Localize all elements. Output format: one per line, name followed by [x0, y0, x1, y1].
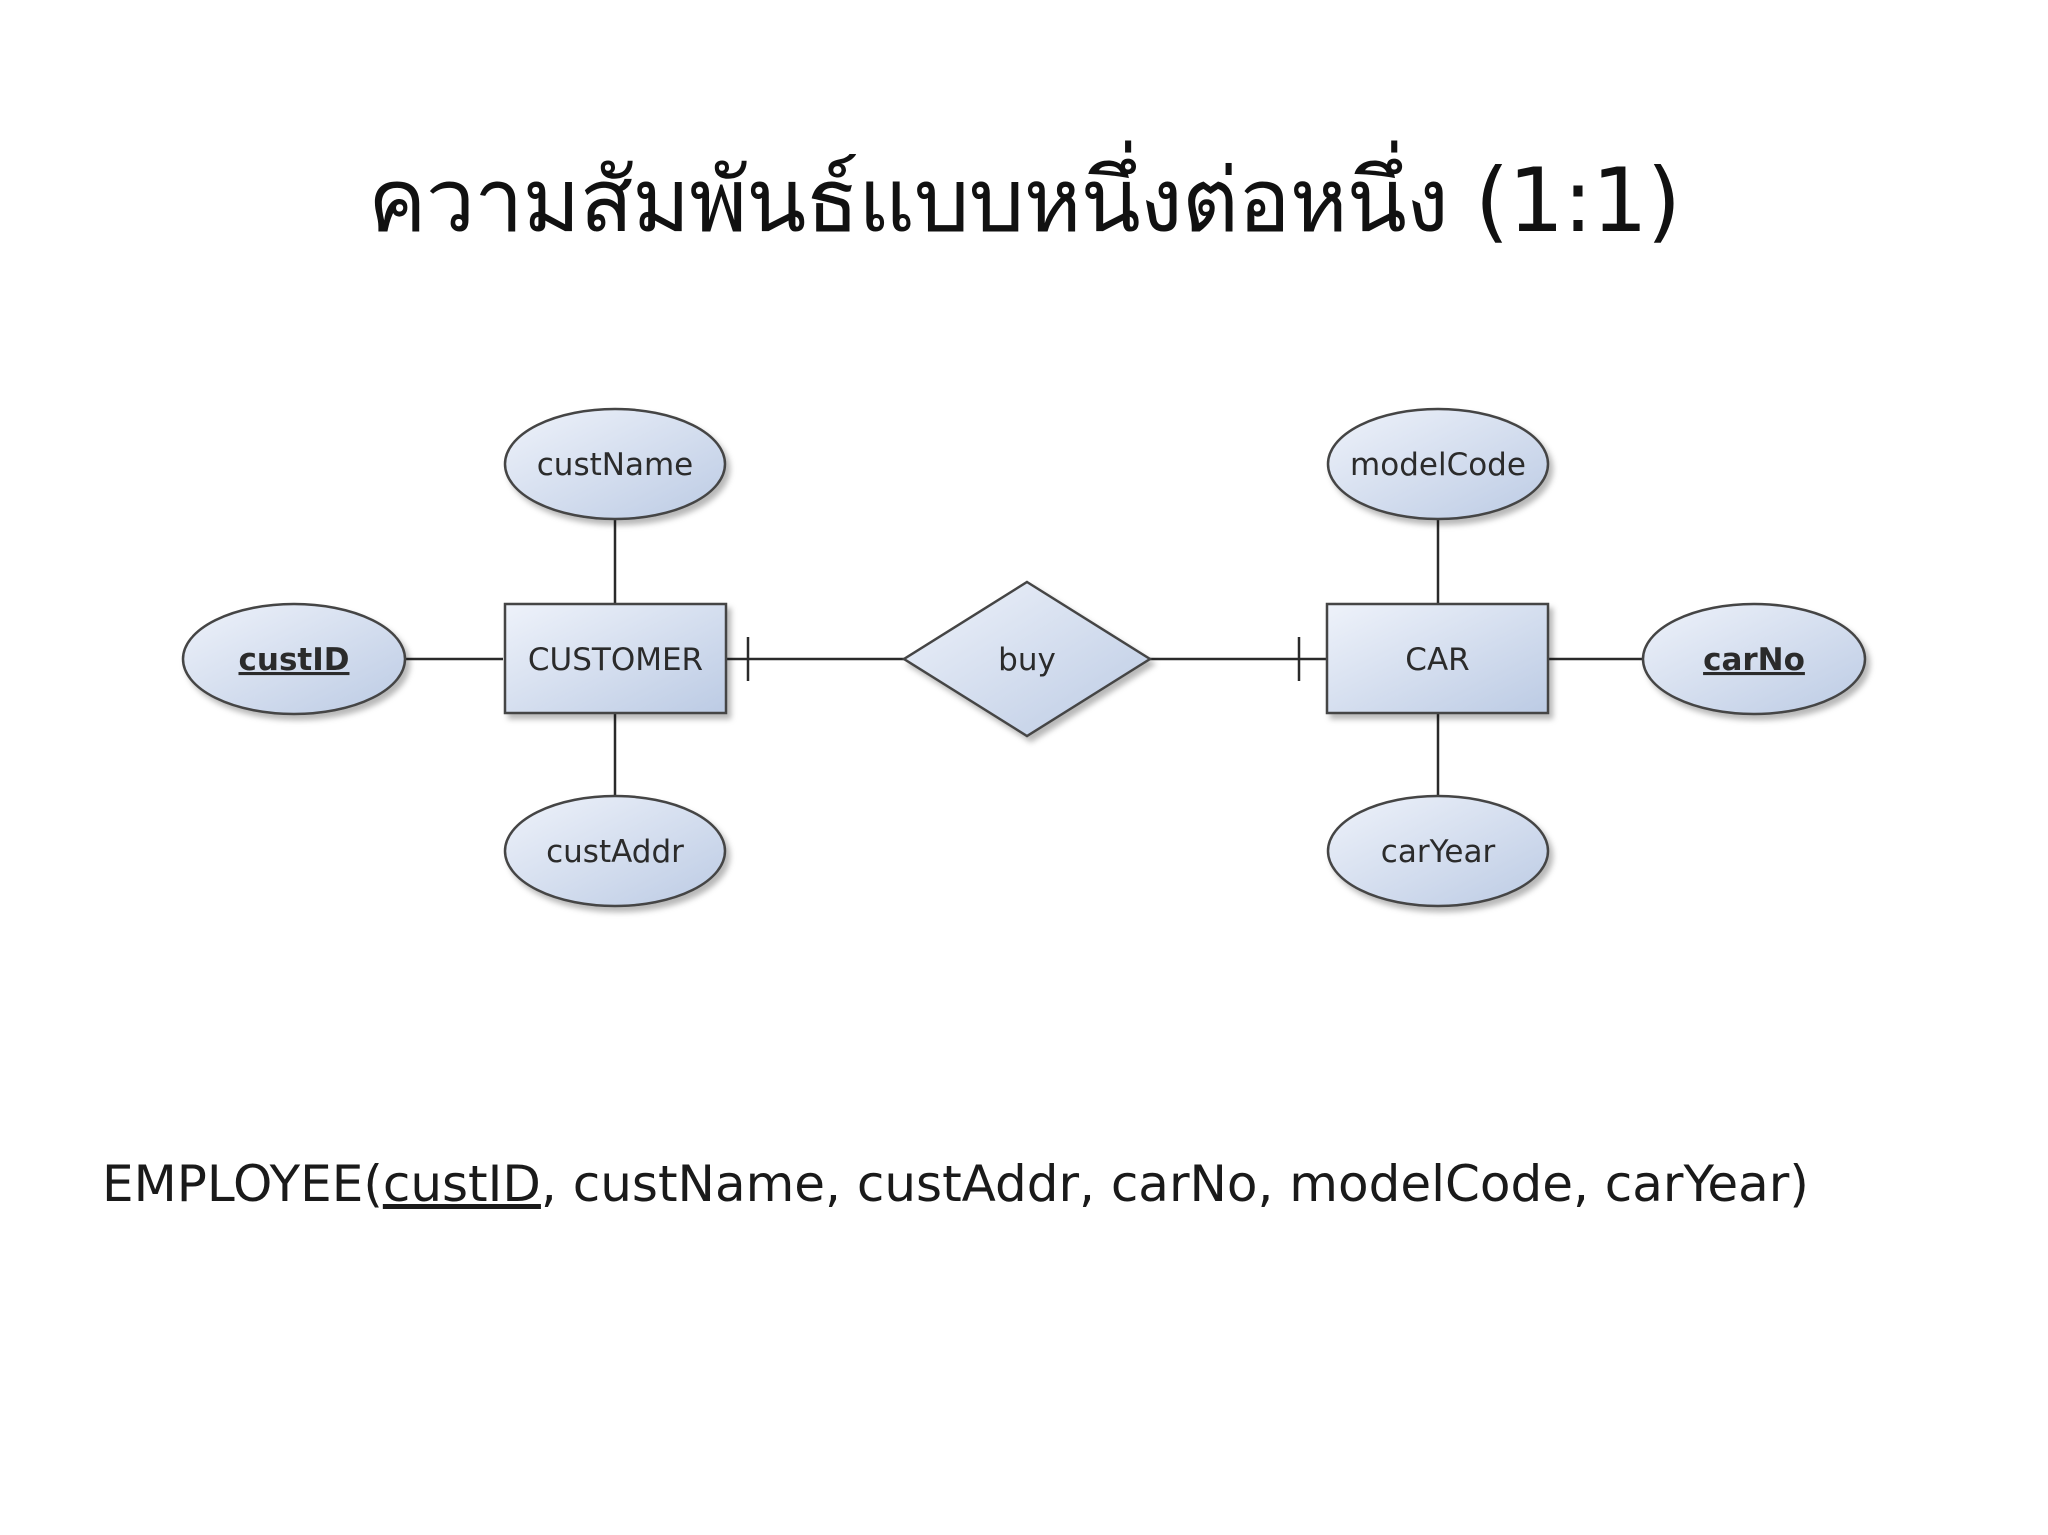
relation-schema: EMPLOYEE(custID, custName, custAddr, car… [102, 1155, 1809, 1213]
relation-name: EMPLOYEE [102, 1155, 364, 1213]
entity-car: CAR [1325, 602, 1550, 715]
relationship-buy-label: buy [998, 642, 1056, 678]
attribute-modelcode: modelCode [1326, 407, 1550, 521]
relation-attributes: , custName, custAddr, carNo, modelCode, … [540, 1155, 1790, 1213]
attribute-caryear-label: carYear [1381, 834, 1496, 870]
attribute-custid: custID [181, 602, 407, 716]
slide-title: ความสัมพันธ์แบบหนึ่งต่อหนึ่ง (1:1) [367, 149, 1681, 252]
entity-car-label: CAR [1405, 642, 1469, 678]
relation-close-paren: ) [1789, 1155, 1809, 1213]
entity-customer-label: CUSTOMER [528, 642, 703, 678]
attribute-custaddr-label: custAddr [546, 834, 684, 870]
relation-open-paren: ( [363, 1155, 383, 1213]
attribute-custname-label: custName [537, 447, 693, 483]
entity-customer: CUSTOMER [503, 602, 728, 715]
attribute-caryear: carYear [1326, 794, 1550, 908]
connector-lines [406, 519, 1644, 796]
relationship-buy: buy [901, 580, 1153, 738]
attribute-carno-label: carNo [1703, 642, 1805, 678]
attribute-carno: carNo [1641, 602, 1867, 716]
attribute-custaddr: custAddr [503, 794, 727, 908]
attribute-modelcode-label: modelCode [1350, 447, 1526, 483]
attribute-custname: custName [503, 407, 727, 521]
attribute-custid-label: custID [239, 642, 350, 678]
er-diagram: CUSTOMER CAR buy custName custID custAdd… [181, 407, 1867, 908]
relation-primary-key: custID [382, 1155, 541, 1213]
